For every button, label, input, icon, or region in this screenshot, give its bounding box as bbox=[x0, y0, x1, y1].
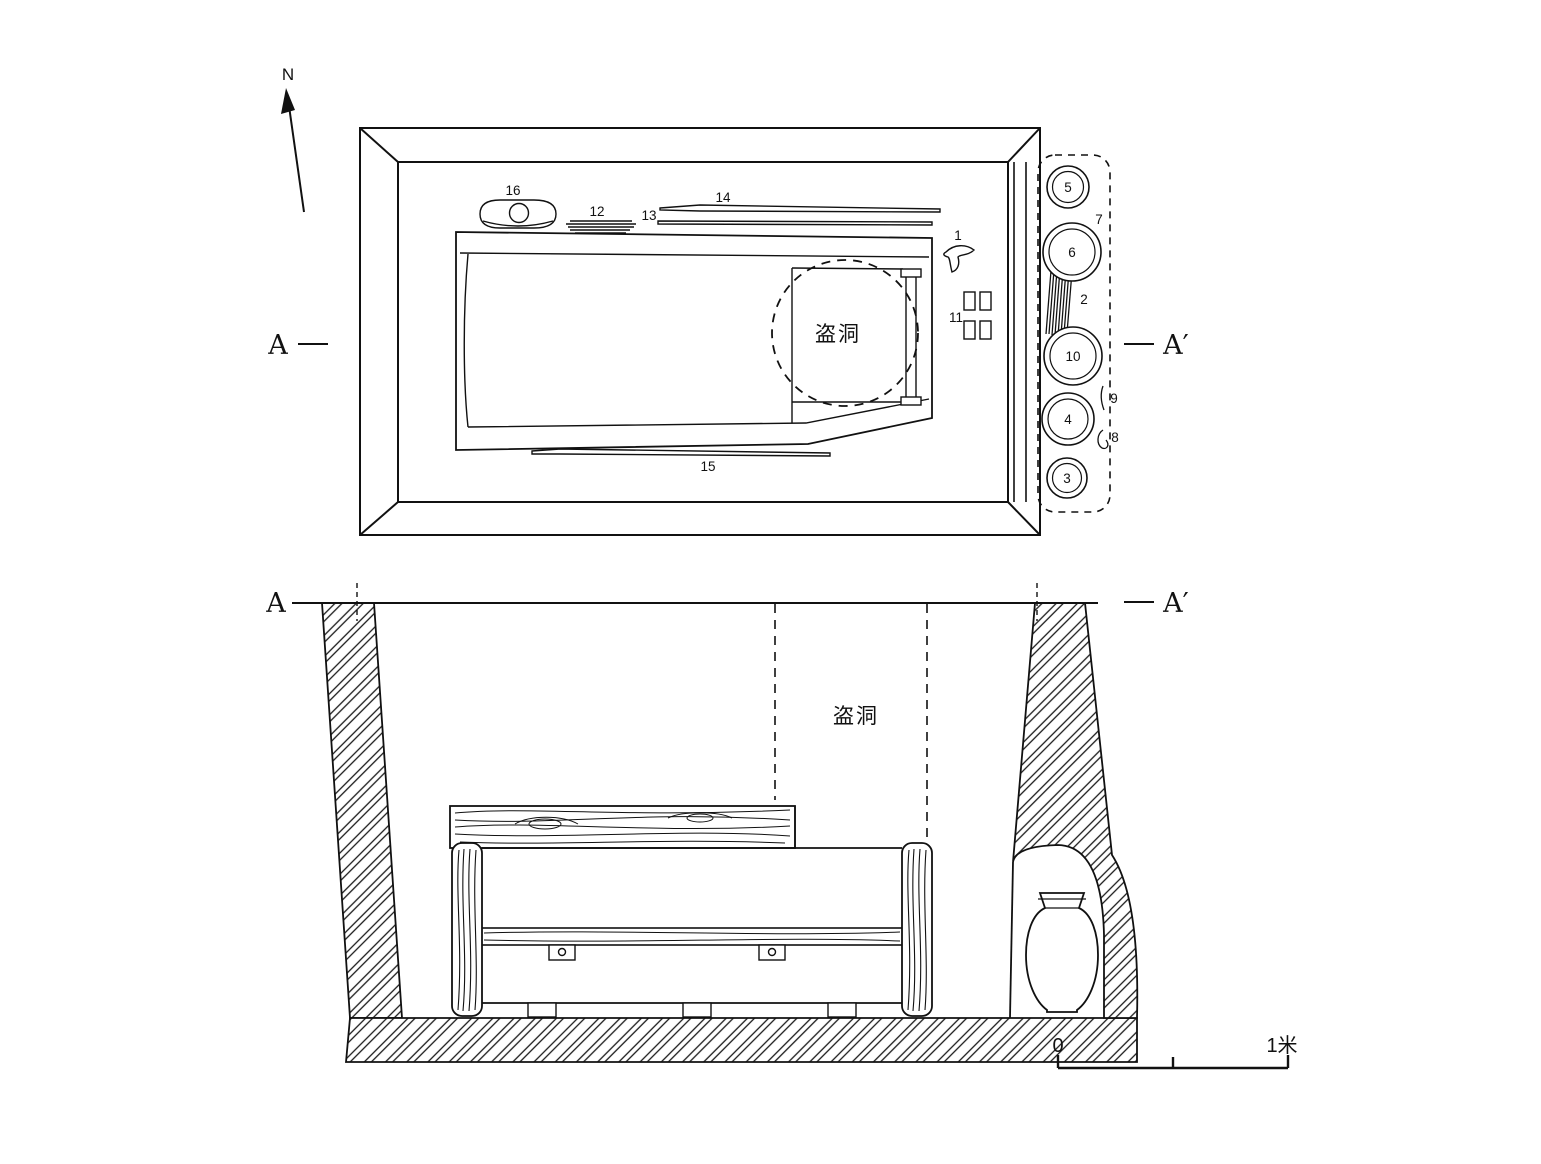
section-markers: A A′ bbox=[265, 583, 1189, 621]
tomb-pit-outline bbox=[359, 127, 1041, 536]
vessel-9-label: 9 bbox=[1110, 391, 1118, 406]
left-wall-section bbox=[321, 602, 403, 1019]
robber-hole-label-plan: 盗洞 bbox=[815, 323, 861, 346]
left-end-grain bbox=[457, 848, 477, 1012]
robber-hole-plan: 盗洞 bbox=[771, 259, 919, 407]
artifact-8-mark bbox=[1097, 429, 1109, 450]
artifact-15: 15 bbox=[531, 448, 831, 474]
artifact-14-label: 14 bbox=[715, 190, 731, 205]
section-marker-a-prime: A′ bbox=[1162, 588, 1189, 619]
vessel-4-label: 4 bbox=[1064, 412, 1072, 427]
pit-inner-edge bbox=[397, 161, 1009, 503]
artifact-12: 12 bbox=[566, 204, 636, 234]
artifact-1-label: 1 bbox=[954, 228, 962, 243]
section-view: A A′ 盗洞 bbox=[265, 583, 1298, 1070]
vessel-circle-3: 3 bbox=[1046, 457, 1088, 499]
vessel-circle-5: 5 bbox=[1046, 165, 1090, 209]
plan-view: N A A′ bbox=[267, 65, 1189, 536]
vessel-3-label: 3 bbox=[1063, 471, 1071, 486]
coffin-outline-plan bbox=[455, 231, 933, 451]
artifact-11: 11 bbox=[949, 291, 992, 340]
scale-zero-label: 0 bbox=[1052, 1035, 1063, 1057]
vessel-7-label: 7 bbox=[1095, 212, 1103, 227]
artifact-13: 13 bbox=[641, 208, 933, 226]
artifact-13-label: 13 bbox=[641, 208, 656, 223]
niche-edge-line bbox=[1009, 861, 1014, 1019]
coffin-section bbox=[449, 805, 933, 1018]
coffin-end-board-left bbox=[451, 842, 483, 1017]
coffin-body-section bbox=[479, 806, 905, 1018]
plan-marker-a-prime: A′ bbox=[1162, 330, 1189, 361]
artifact-14: 14 bbox=[659, 190, 941, 213]
annex-dashed-boundary bbox=[1037, 154, 1111, 513]
robber-hole-dashed-circle bbox=[771, 259, 919, 407]
niche-jar bbox=[1025, 892, 1099, 1013]
robber-hole-label-section: 盗洞 bbox=[833, 705, 879, 728]
vessel-annex: 5 7 6 2 10 9 4 8 bbox=[1037, 154, 1119, 513]
vessel-circle-4: 4 bbox=[1041, 392, 1095, 446]
coffin-plan bbox=[455, 231, 933, 451]
artifact-12-label: 12 bbox=[589, 204, 604, 219]
north-label: N bbox=[282, 65, 294, 84]
vessel-10-label: 10 bbox=[1065, 349, 1080, 364]
robber-hole-section: 盗洞 bbox=[774, 604, 928, 838]
artifact-15-label: 15 bbox=[700, 459, 715, 474]
coffin-feet bbox=[527, 1002, 857, 1018]
right-wall-section bbox=[1012, 602, 1139, 1019]
coffin-cleats bbox=[548, 944, 786, 961]
artifact-16: 16 bbox=[479, 183, 557, 229]
artifact-11-label: 11 bbox=[949, 310, 963, 325]
plan-marker-a: A bbox=[267, 330, 288, 361]
pit-walls-hatched bbox=[321, 602, 1139, 1063]
section-marker-a: A bbox=[265, 588, 286, 619]
vessel-6-label: 6 bbox=[1068, 245, 1076, 260]
north-arrow-head bbox=[281, 88, 295, 114]
vessel-8-label: 8 bbox=[1111, 430, 1119, 445]
coffin-end-board-right bbox=[901, 842, 933, 1017]
artifact-9-mark bbox=[1100, 385, 1105, 411]
plan-section-markers: A A′ bbox=[267, 330, 1189, 361]
lid-wood-grain bbox=[454, 809, 791, 844]
vessel-circle-10: 10 bbox=[1043, 326, 1103, 386]
vessel-circle-6: 6 bbox=[1042, 222, 1102, 282]
artifact-16-label: 16 bbox=[505, 183, 520, 198]
scale-unit-label: 1米 bbox=[1266, 1034, 1297, 1057]
north-arrow: N bbox=[281, 65, 305, 213]
right-end-grain bbox=[907, 848, 927, 1012]
artifact-1: 1 bbox=[943, 228, 976, 273]
shelf-wood-grain bbox=[483, 931, 901, 942]
plan-artifacts: 16 12 14 13 bbox=[479, 183, 992, 474]
scale-bar: 0 1米 bbox=[1052, 1034, 1298, 1070]
pit-floor-section bbox=[345, 1017, 1138, 1063]
coffin-shelf-board bbox=[479, 927, 905, 946]
vessel-2-label: 2 bbox=[1080, 292, 1088, 307]
coffin-chamber-plan bbox=[791, 267, 922, 423]
coffin-lid-plank bbox=[449, 805, 796, 849]
pit-outer-edge bbox=[359, 127, 1041, 536]
vessel-5-label: 5 bbox=[1064, 180, 1072, 195]
